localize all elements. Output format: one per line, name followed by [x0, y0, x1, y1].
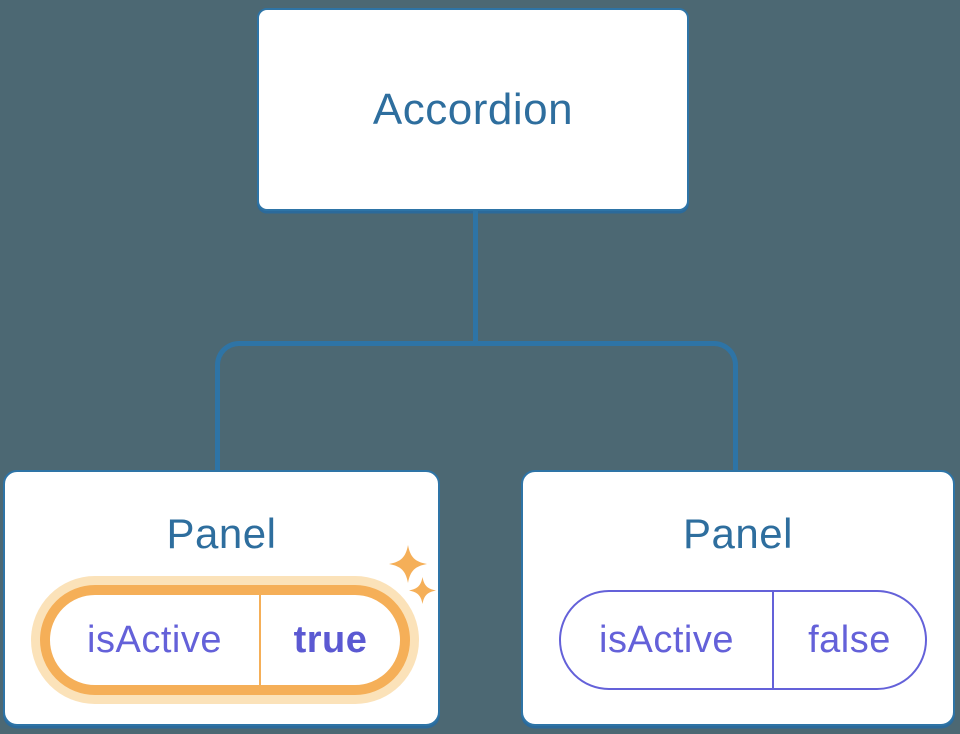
- panel-node-active: Panel isActive true: [3, 470, 440, 726]
- state-value: true: [293, 618, 368, 661]
- sparkle-icon: [389, 545, 427, 583]
- accordion-node-label: Accordion: [372, 84, 574, 134]
- state-pill-inactive: isActive false: [559, 590, 927, 690]
- state-name: isActive: [599, 618, 734, 661]
- pill-divider: [772, 592, 774, 688]
- panel-label: Panel: [166, 510, 277, 557]
- state-pill-active: isActive true: [40, 585, 410, 695]
- sparkle-icon: [409, 577, 436, 604]
- accordion-node: Accordion: [257, 8, 689, 211]
- tree-connector-branch: [215, 341, 738, 471]
- panel-node-inactive: Panel isActive false: [521, 470, 955, 726]
- state-name: isActive: [87, 618, 222, 661]
- panel-label: Panel: [683, 510, 793, 557]
- state-value: false: [808, 618, 891, 661]
- tree-connector-stem: [473, 209, 478, 346]
- pill-divider: [259, 595, 261, 685]
